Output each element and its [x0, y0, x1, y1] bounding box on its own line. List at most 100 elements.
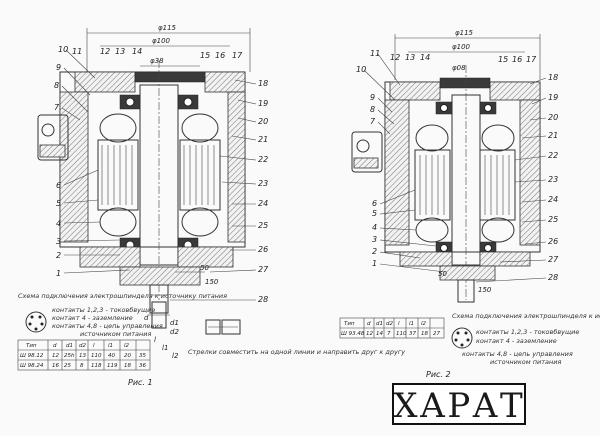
fig2-scheme-title: Схема подключения электрошпинделя к исто… [452, 312, 600, 320]
fig1-td: Ш 98.24 [20, 363, 44, 369]
fig1-shaft-l: l [154, 336, 156, 344]
fig2-td: 27 [433, 331, 440, 337]
fig2-label-20: 20 [548, 113, 558, 122]
fig1-td: 8 [80, 363, 84, 369]
fig2-td: 7 [387, 331, 391, 337]
fig2-label-26: 26 [548, 237, 558, 246]
fig1-caption: Рис. 1 [128, 378, 153, 387]
fig2-label-16: 16 [512, 55, 522, 64]
fig2-dim-d100: φ100 [452, 43, 471, 51]
fig2-td: Ш 93.48 [341, 331, 365, 337]
fig1-scheme-line-1: контакты 1,2,3 - токовбвущие [52, 306, 155, 314]
fig2-label-3: 3 [372, 235, 377, 244]
fig1-td: 20 [124, 353, 131, 359]
fig1-label-20: 20 [258, 117, 268, 126]
fig1-label-8: 8 [54, 81, 59, 90]
fig1-label-28: 28 [258, 295, 268, 304]
watermark-text: ХАРАТ [393, 386, 524, 426]
fig1-th-d1: d1 [66, 343, 73, 349]
fig2-labels-right: 18 19 20 21 22 23 24 25 26 27 28 [548, 73, 559, 282]
fig1-label-21: 21 [258, 135, 268, 144]
fig1-labels-left: 10 9 8 7 6 5 4 3 2 1 [54, 45, 68, 278]
fig1-label-14: 14 [132, 47, 142, 56]
fig2-label-12: 12 [390, 53, 400, 62]
fig1-shaft-l2: l2 [172, 352, 179, 360]
fig2-connector-plug [451, 327, 473, 349]
fig1-td: 118 [91, 363, 102, 369]
fig2-label-6: 6 [372, 199, 377, 208]
fig2-scheme-line-4: источником питания [490, 358, 561, 366]
fig2-label-9: 9 [370, 93, 375, 102]
fig2-label-7: 7 [370, 117, 376, 126]
fig1-label-3: 3 [56, 237, 61, 246]
fig1-scheme-line-4: источником питания [80, 330, 151, 338]
fig2-td: 18 [421, 331, 428, 337]
fig1-label-12: 12 [100, 47, 110, 56]
fig2-scheme-line-3: контакты 4,8 - цепь управления [462, 350, 573, 358]
fig2-label-17: 17 [526, 55, 537, 64]
fig2-scheme-line-1: контакты 1,2,3 - токовбвущие [476, 328, 579, 336]
fig1-td: 25 [64, 363, 71, 369]
fig2-caption: Рис. 2 [426, 370, 451, 379]
fig2-spec-table: Тип d d1 d2 l l1 l2 Ш 93.48 12 14 7 110 … [339, 317, 445, 339]
fig2-label-13: 13 [405, 53, 415, 62]
fig1-labels-top: 11 12 13 14 15 16 17 [72, 47, 243, 60]
fig1-td: 25h [64, 353, 75, 359]
fig2-label-25: 25 [548, 215, 558, 224]
fig1-dim-d38: φ38 [150, 57, 164, 65]
fig1-td: 119 [107, 363, 118, 369]
fig2-label-8: 8 [370, 105, 375, 114]
fig1-td: 13 [79, 353, 86, 359]
fig2-label-1: 1 [372, 259, 377, 268]
fig1-label-18: 18 [258, 79, 268, 88]
fig1-label-16: 16 [215, 51, 225, 60]
fig1-label-11: 11 [72, 47, 82, 56]
fig1-label-26: 26 [258, 245, 268, 254]
fig1-dim-d100: φ100 [152, 37, 171, 45]
fig2-td: 12 [366, 331, 373, 337]
fig2-label-22: 22 [548, 151, 558, 160]
fig1-labels-right: 18 19 20 21 22 23 24 25 26 27 28 [258, 79, 269, 304]
fig2-dim-l150: 150 [478, 286, 492, 294]
fig2-label-15: 15 [498, 55, 508, 64]
fig1-label-9: 9 [56, 63, 61, 72]
fig1-scheme-line-2: контакт 4 - заземление [52, 314, 133, 322]
fig2-label-23: 23 [548, 175, 558, 184]
fig1-label-4: 4 [56, 219, 61, 228]
fig1-th-l2: l2 [124, 343, 130, 349]
fig2-label-14: 14 [420, 53, 430, 62]
fig1-label-2: 2 [56, 251, 61, 260]
fig2-label-4: 4 [372, 223, 377, 232]
fig1-spec-table: Тип d d1 d2 l l1 l2 Ш 98.12 12 25h 13 11… [17, 339, 151, 371]
fig1-note: Стрелки совместить на одной линии и напр… [188, 348, 405, 356]
fig1-td: 16 [52, 363, 59, 369]
fig1-th-d2: d2 [79, 343, 86, 349]
fig2-th-l2: l2 [421, 321, 427, 327]
fig1-label-24: 24 [258, 199, 268, 208]
fig2-label-28: 28 [548, 273, 558, 282]
fig1-label-1: 1 [56, 269, 61, 278]
fig2-label-10: 10 [356, 65, 366, 74]
fig1-label-5: 5 [56, 199, 61, 208]
fig1-label-25: 25 [258, 221, 268, 230]
fig1-dim-l50: 50 [200, 264, 209, 272]
fig2-label-11: 11 [370, 49, 380, 58]
fig1-td: 12 [52, 353, 59, 359]
fig1-scheme-title: Схема подключения электрошпинделя к исто… [18, 292, 227, 300]
fig2-th-type: Тип [344, 321, 355, 327]
fig1-label-15: 15 [200, 51, 210, 60]
fig2-label-21: 21 [548, 131, 558, 140]
fig1-label-22: 22 [258, 155, 268, 164]
fig1-label-19: 19 [258, 99, 268, 108]
watermark-stamp: ХАРАТ [392, 383, 526, 426]
fig2-td: 37 [409, 331, 416, 337]
fig1-td: 18 [124, 363, 131, 369]
fig1-label-23: 23 [258, 179, 268, 188]
fig2-td: 14 [376, 331, 383, 337]
fig2-scheme-line-2: контакт 4 - заземление [476, 337, 557, 345]
fig1-label-7: 7 [54, 103, 60, 112]
fig2-th-l: l [398, 321, 400, 327]
fig1-scheme-line-3: контакты 4,8 - цепь управления [52, 322, 163, 330]
